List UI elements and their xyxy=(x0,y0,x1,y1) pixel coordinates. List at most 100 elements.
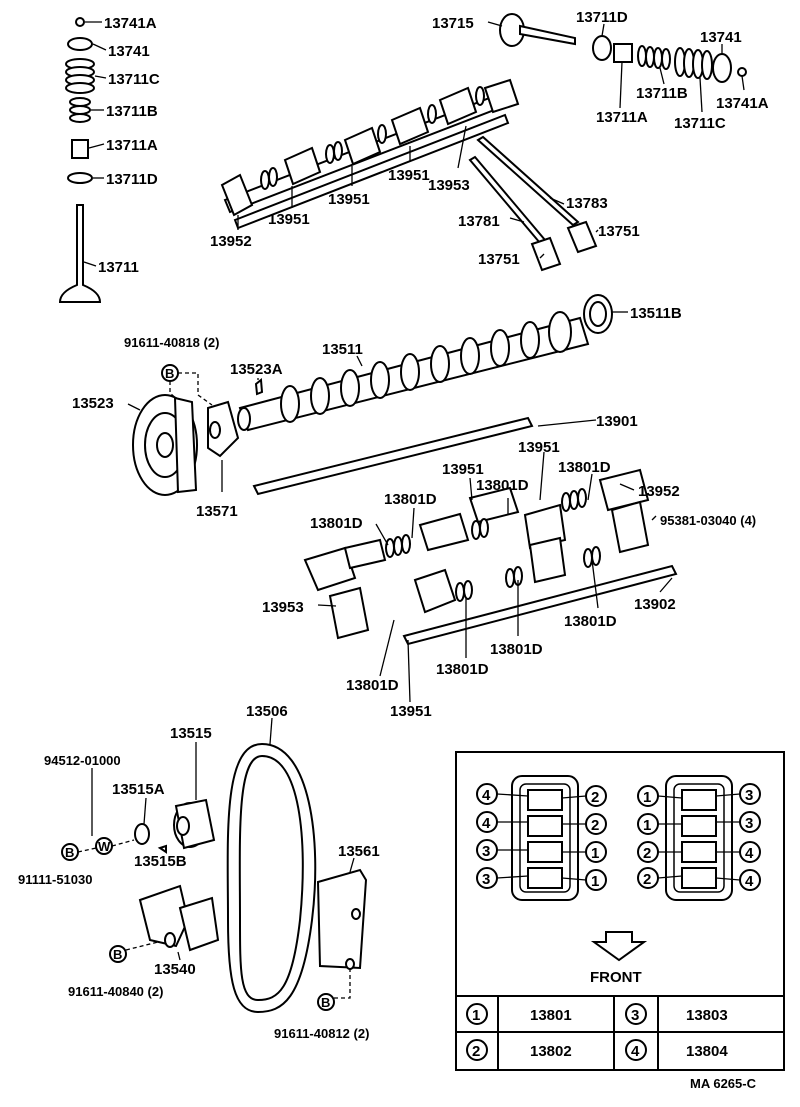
svg-text:3: 3 xyxy=(745,787,753,804)
label-13951-top-c: 13951 xyxy=(388,167,430,184)
label-13741a-left: 13741A xyxy=(104,15,157,32)
valve-stack-left xyxy=(58,17,102,303)
bolt-b-damper: B xyxy=(317,993,335,1011)
svg-text:4: 4 xyxy=(745,845,754,862)
washer-w: W xyxy=(95,837,113,855)
camshaft-section: B xyxy=(132,294,613,496)
camshaft-leaders xyxy=(127,311,628,492)
label-95381: 95381-03040 (4) xyxy=(660,513,756,528)
pushrod-long xyxy=(476,135,580,227)
svg-text:B: B xyxy=(65,845,74,860)
label-13515b: 13515B xyxy=(134,853,187,870)
svg-text:W: W xyxy=(98,839,111,854)
spring-seat-right xyxy=(592,35,612,61)
pushrods-lifters xyxy=(468,135,598,272)
inset-front-label: FRONT xyxy=(590,969,642,986)
rocker-id-inset: 4 4 3 3 2 2 1 1 1 xyxy=(455,751,785,1071)
rocker-springs xyxy=(385,488,601,602)
label-13515a: 13515A xyxy=(112,781,165,798)
label-13711c-left: 13711C xyxy=(108,71,160,88)
svg-text:1: 1 xyxy=(643,817,651,834)
label-13540: 13540 xyxy=(154,961,196,978)
label-13801d-b: 13801D xyxy=(476,477,529,494)
label-13951-b: 13951 xyxy=(518,439,560,456)
label-91111: 91111-51030 xyxy=(18,872,92,887)
label-13711d-right: 13711D xyxy=(576,9,628,26)
inset-left-head xyxy=(511,775,579,901)
label-13801d-c: 13801D xyxy=(384,491,437,508)
valve-retainer-right xyxy=(712,53,732,83)
valve-stack-right-leaders xyxy=(487,21,745,113)
tensioner xyxy=(138,884,220,952)
inset-marks-left-inner: 2 2 1 1 xyxy=(561,785,607,891)
label-13511b: 13511B xyxy=(630,305,682,322)
pushrod-leaders xyxy=(509,197,599,259)
lifter-a xyxy=(566,220,598,254)
svg-text:3: 3 xyxy=(482,871,490,888)
label-13711b-right: 13711B xyxy=(636,85,688,102)
label-13902: 13902 xyxy=(634,596,676,613)
rocker-leaders xyxy=(317,419,673,703)
thrust-plate xyxy=(207,400,240,458)
inset-right-head xyxy=(665,775,733,901)
label-13751-a: 13751 xyxy=(598,223,640,240)
table-mark-4: 4 xyxy=(631,1043,640,1060)
label-13523: 13523 xyxy=(72,395,114,412)
label-13952-right: 13952 xyxy=(638,483,680,500)
outer-spring-left xyxy=(65,58,95,94)
inner-spring-left xyxy=(69,97,91,123)
valve-cap-left xyxy=(75,17,85,27)
table-mark-2: 2 xyxy=(472,1043,480,1060)
table-mark-1: 1 xyxy=(472,1007,480,1024)
inner-spring-right xyxy=(637,45,671,70)
svg-text:1: 1 xyxy=(591,873,599,890)
svg-text:4: 4 xyxy=(482,815,491,832)
svg-text:2: 2 xyxy=(591,817,599,834)
washer-13515a xyxy=(134,823,150,845)
table-part-13801: 13801 xyxy=(530,1007,572,1024)
label-13711a-right: 13711A xyxy=(596,109,648,126)
svg-text:2: 2 xyxy=(643,871,651,888)
label-13801d-d: 13801D xyxy=(310,515,363,532)
label-13801d-g: 13801D xyxy=(436,661,489,678)
label-13571: 13571 xyxy=(196,503,238,520)
label-13523a: 13523A xyxy=(230,361,283,378)
bolt-b-top: B xyxy=(161,364,179,382)
rocker-shafts xyxy=(252,416,678,646)
spring-seat-left xyxy=(67,172,93,184)
svg-text:1: 1 xyxy=(643,789,651,806)
top-rocker-springs xyxy=(260,86,485,190)
label-13715: 13715 xyxy=(432,15,474,32)
lifter-b xyxy=(530,236,562,272)
chain-damper xyxy=(316,868,368,970)
figure-code: MA 6265-C xyxy=(690,1076,757,1091)
inset-marks-right-inner: 1 1 2 2 xyxy=(637,785,683,889)
label-13801d-h: 13801D xyxy=(346,677,399,694)
bolt-b-gear: B xyxy=(61,843,79,861)
label-13711-left: 13711 xyxy=(98,259,139,276)
label-13711b-left: 13711B xyxy=(106,103,158,120)
table-part-13803: 13803 xyxy=(686,1007,728,1024)
table-part-13802: 13802 xyxy=(530,1043,572,1060)
svg-text:1: 1 xyxy=(591,845,599,862)
gear-key xyxy=(157,844,167,854)
timing-chain xyxy=(226,742,317,1014)
label-13711c-right: 13711C xyxy=(674,115,726,132)
label-91611-40818: 91611-40818 (2) xyxy=(124,335,219,350)
label-13951-top-a: 13951 xyxy=(268,211,310,228)
valve-stack-right xyxy=(499,13,747,83)
table-mark-3: 3 xyxy=(631,1007,639,1024)
rocker-shaft-lower xyxy=(402,564,678,646)
label-13783: 13783 xyxy=(566,195,608,212)
label-13506: 13506 xyxy=(246,703,288,720)
label-13801d-a: 13801D xyxy=(558,459,611,476)
rocker-arms xyxy=(303,468,650,640)
label-13751-b: 13751 xyxy=(478,251,520,268)
label-13711d-left: 13711D xyxy=(106,171,158,188)
crank-gear xyxy=(173,798,216,850)
camshaft xyxy=(237,311,590,432)
svg-text:4: 4 xyxy=(745,873,754,890)
label-13741-left: 13741 xyxy=(108,43,150,60)
